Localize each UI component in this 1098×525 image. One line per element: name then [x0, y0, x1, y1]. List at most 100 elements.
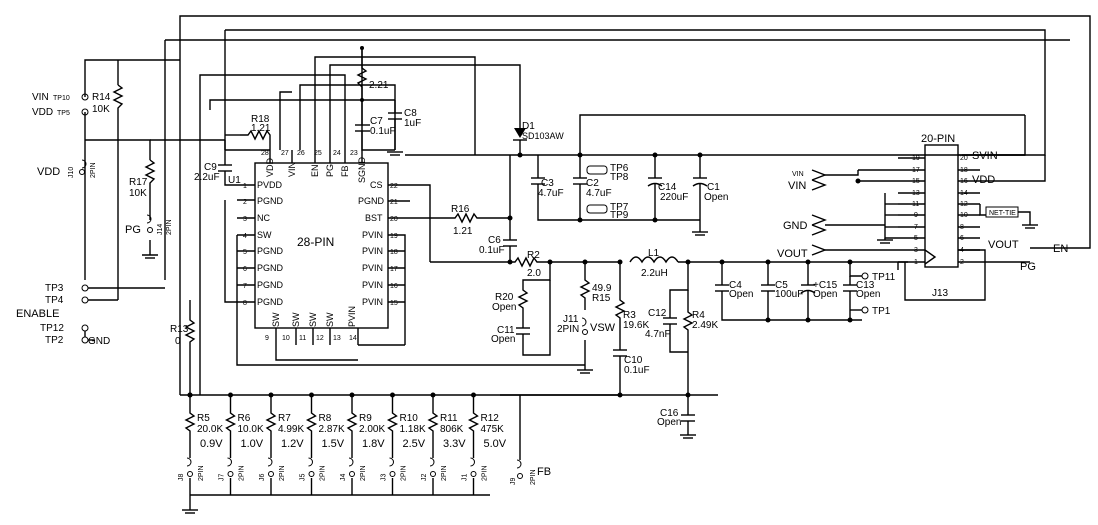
fb-resistor-value: 10.0K	[238, 424, 264, 435]
c10-ref: C10	[624, 355, 643, 366]
r4-ref: R4	[692, 310, 705, 321]
fb-voltage-label: 2.5V	[403, 438, 426, 450]
c5-ref: C5	[775, 280, 788, 291]
ic-body	[224, 149, 585, 366]
pin-num-17: 17	[390, 266, 398, 273]
j13-pin-16: 16	[960, 178, 968, 185]
c13-value: Open	[856, 289, 880, 300]
gnd-right-label: GND	[783, 220, 808, 232]
c4-value: Open	[729, 289, 753, 300]
fb-label: FB	[537, 466, 551, 478]
fb-resistor-value: 1.18K	[400, 424, 426, 435]
c13-ref: C13	[856, 280, 875, 291]
c12-value: 4.7nF	[645, 329, 671, 340]
j13-pin-19: 19	[912, 155, 920, 162]
r2-value: 2.0	[527, 268, 541, 279]
fb-resistor-value: 4.99K	[278, 424, 304, 435]
fb-jumper-type: 2PIN	[320, 465, 327, 481]
j9-type: 2PIN	[530, 469, 537, 485]
c8-ref: C8	[404, 108, 417, 119]
pin-name-21: PGND	[358, 196, 385, 206]
pin-name-12: SW	[325, 312, 335, 327]
fb-resistor-ref: R8	[319, 413, 332, 424]
fb-voltage-label: 1.0V	[241, 438, 264, 450]
r13-value: 0	[175, 336, 181, 347]
r15-ref: R15	[592, 293, 611, 304]
pin-name-6: PGND	[257, 263, 284, 273]
r3-value: 19.6K	[623, 320, 649, 331]
pin-name-22: CS	[370, 180, 383, 190]
pin-name-28: VDD	[265, 157, 275, 177]
pin-num-7: 7	[243, 283, 247, 290]
c1-value: Open	[704, 192, 728, 203]
ic-support-parts	[218, 46, 403, 186]
r14-value: 10K	[92, 104, 110, 115]
c7-value: 0.1uF	[370, 126, 396, 137]
pin-name-19: PVIN	[362, 230, 383, 240]
j13-pin-8: 8	[960, 224, 964, 231]
pin-num-27: 27	[281, 150, 289, 157]
pin-num-24: 24	[333, 150, 341, 157]
fb-jumper-ref: J7	[219, 474, 226, 482]
pin-num-12: 12	[316, 335, 324, 342]
j13-pin-12: 12	[960, 201, 968, 208]
pin-name-7: PGND	[257, 280, 284, 290]
net-tie-label: NET-TIE	[989, 210, 1016, 217]
tp2-label: TP2	[45, 335, 64, 346]
c6-ref: C6	[488, 235, 501, 246]
fb-jumper-ref: J6	[259, 474, 266, 482]
j13-pin-13: 13	[912, 190, 920, 197]
j13-pin-9: 9	[914, 212, 918, 219]
l1-value: 2.2uH	[641, 268, 668, 279]
j14-ref: J14	[157, 224, 164, 235]
j13-pin-3: 3	[914, 247, 918, 254]
j13-pin-1: 1	[914, 259, 918, 266]
r17-value: 10K	[129, 188, 147, 199]
svin-label: SVIN	[972, 150, 998, 162]
c1-ref: C1	[707, 182, 720, 193]
pin-num-1: 1	[243, 183, 247, 190]
tp7-label: TP7	[610, 202, 629, 213]
tp10-label: TP10	[53, 95, 70, 102]
pin-name-5: PGND	[257, 246, 284, 256]
c4-ref: C4	[729, 280, 742, 291]
j13-pin-15: 15	[912, 178, 920, 185]
pin-num-14: 14	[349, 335, 357, 342]
c15-value: Open	[813, 289, 837, 300]
c2-ref: C2	[586, 178, 599, 189]
fb-voltage-label: 0.9V	[200, 438, 223, 450]
pin-num-2: 2	[243, 199, 247, 206]
j13-pin-14: 14	[960, 190, 968, 197]
pin-num-19: 19	[390, 233, 398, 240]
pg-label: PG	[1020, 261, 1036, 273]
j13-pin-6: 6	[960, 235, 964, 242]
en-label: EN	[1053, 243, 1068, 255]
c14-ref: C14	[658, 182, 677, 193]
fb-resistor-ref: R11	[440, 413, 458, 424]
pin-name-18: PVIN	[362, 246, 383, 256]
fb-jumper-type: 2PIN	[482, 465, 489, 481]
fb-voltage-label: 1.5V	[322, 438, 345, 450]
fb-jumper-type: 2PIN	[279, 465, 286, 481]
c8-value: 1uF	[404, 118, 421, 129]
pin-num-11: 11	[299, 335, 306, 342]
fb-jumper-ref: J2	[421, 474, 428, 482]
pin-num-20: 20	[390, 216, 398, 223]
c9-value: 2.2uF	[194, 172, 220, 183]
ic-ref: U1	[228, 175, 241, 186]
fb-resistor-value: 806K	[440, 424, 464, 435]
pin-name-8: PGND	[257, 297, 284, 307]
j13-pin-18: 18	[960, 167, 968, 174]
pin-num-23: 23	[350, 150, 358, 157]
fb-voltage-label: 1.2V	[281, 438, 304, 450]
pin-num-18: 18	[390, 249, 398, 256]
pin-num-22: 22	[390, 183, 398, 190]
j13-pin-4: 4	[960, 247, 964, 254]
tp9-label: TP9	[610, 210, 629, 221]
r3-ref: R3	[623, 310, 636, 321]
fb-resistor-ref: R10	[400, 413, 419, 424]
pin-num-6: 6	[243, 266, 247, 273]
vin-net-label: VIN	[32, 92, 49, 103]
